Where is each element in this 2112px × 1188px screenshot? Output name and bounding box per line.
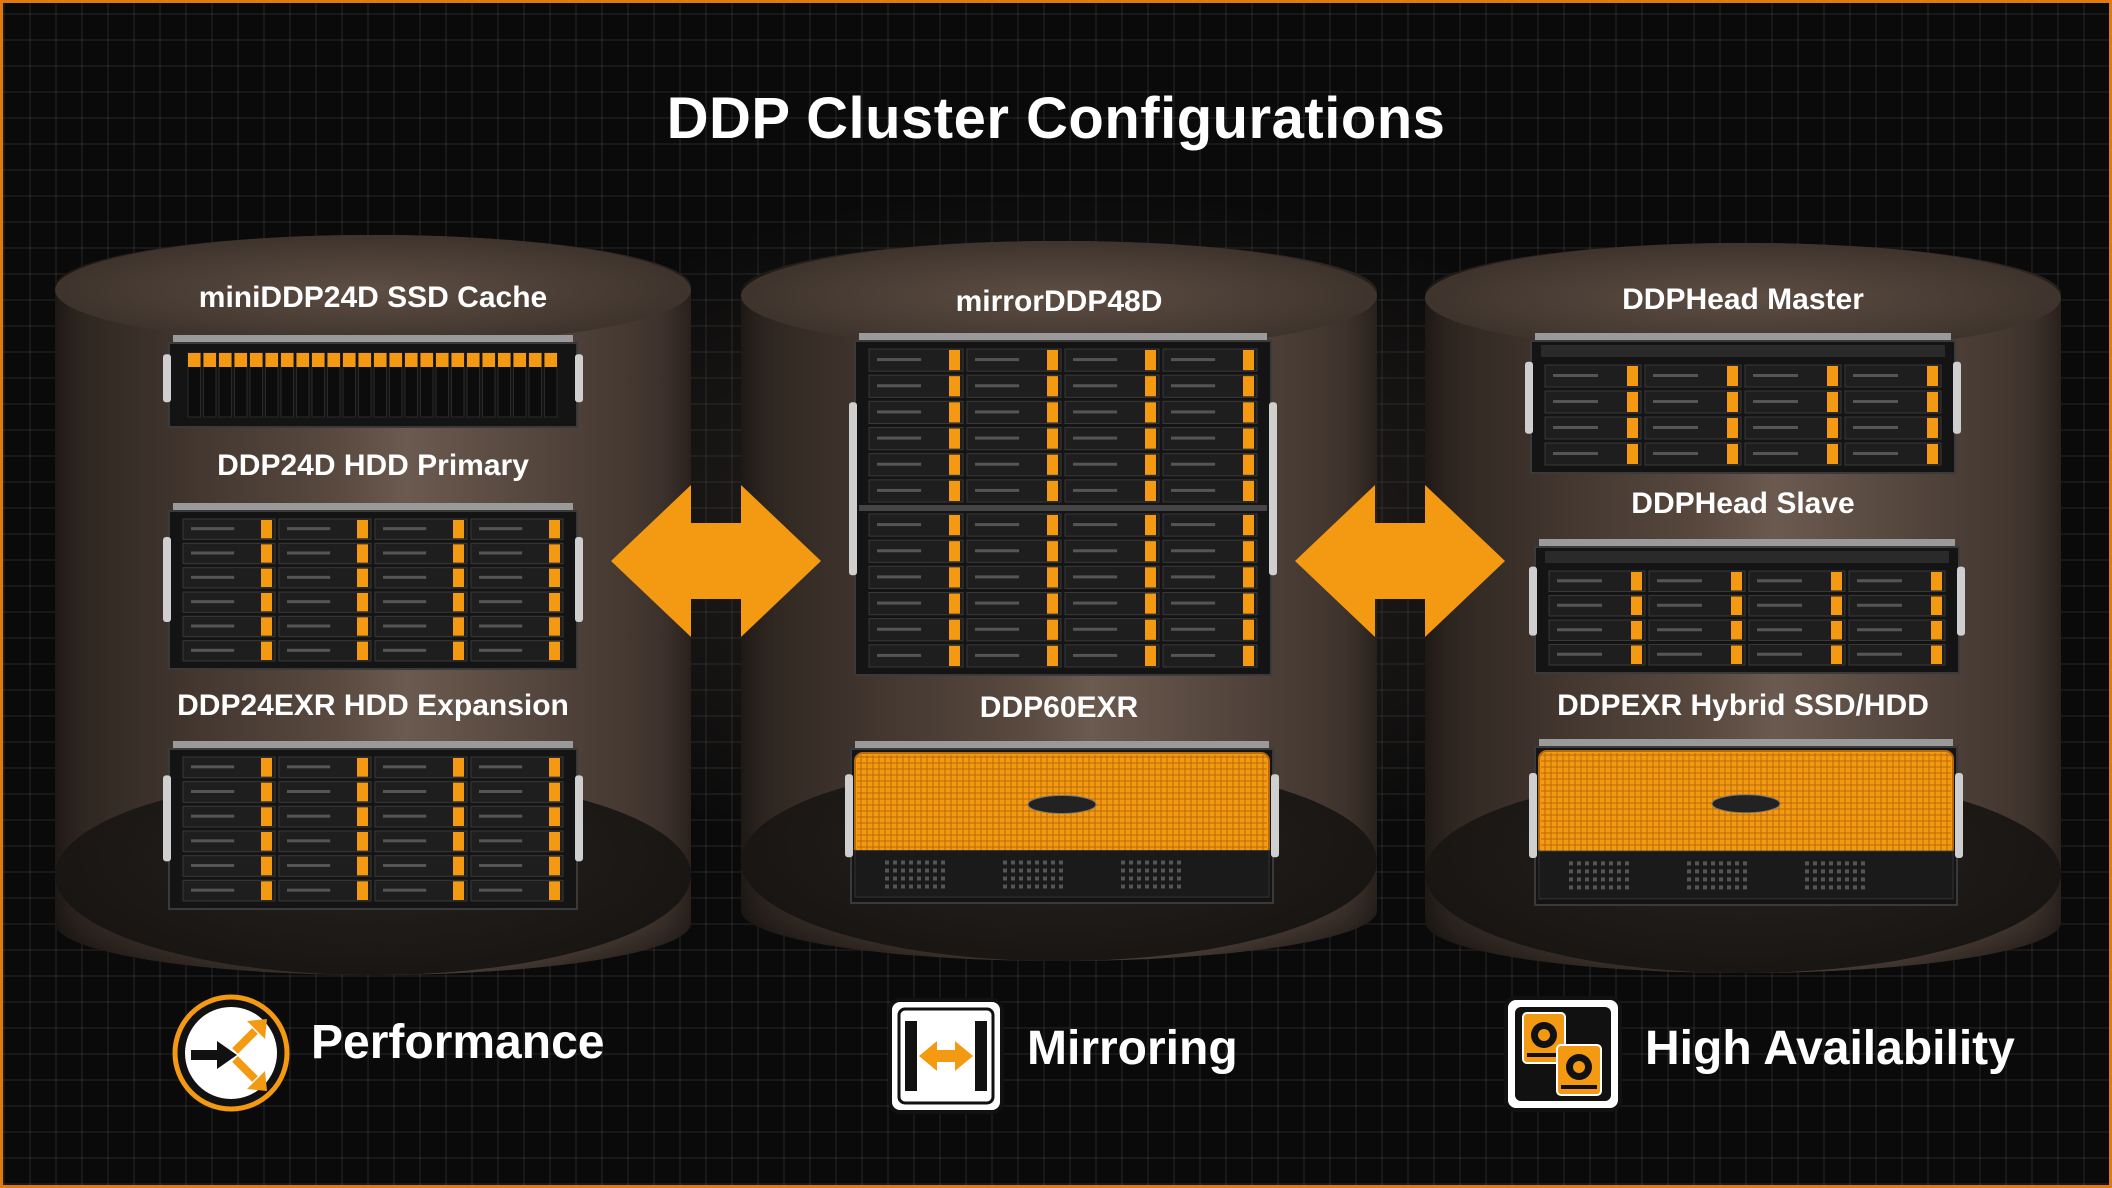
server-ddphead-master [1525, 333, 1961, 474]
high-availability-icon [1504, 996, 1622, 1112]
label-minidp24d: miniDDP24D SSD Cache [198, 281, 548, 314]
page-title: DDP Cluster Configurations [666, 86, 1446, 151]
cylinder-center-top [741, 241, 1377, 351]
legend-mirroring: Mirroring [1027, 1022, 1238, 1075]
label-ddp24d: DDP24D HDD Primary [217, 449, 529, 482]
server-minidp24d [163, 335, 583, 428]
mirroring-icon [888, 998, 1004, 1114]
label-ddp60exr: DDP60EXR [979, 691, 1139, 724]
performance-icon [172, 994, 290, 1112]
double-arrow-icon [1295, 485, 1505, 637]
label-ddphead-master: DDPHead Master [1622, 283, 1864, 316]
label-ddp24exr: DDP24EXR HDD Expansion [177, 689, 569, 722]
server-ddp24d [163, 503, 583, 670]
label-ddphead-slave: DDPHead Slave [1631, 487, 1855, 520]
legend-high-availability: High Availability [1645, 1022, 2015, 1075]
server-ddp60exr [845, 741, 1279, 904]
cylinder-left-top [55, 235, 691, 345]
server-mirrorddp48d [849, 333, 1277, 676]
server-ddphead-slave [1529, 539, 1965, 674]
server-ddp24exr [163, 741, 583, 910]
label-ddpexr-hybrid: DDPEXR Hybrid SSD/HDD [1557, 689, 1929, 722]
label-mirrorddp48d: mirrorDDP48D [955, 285, 1163, 318]
legend-performance: Performance [311, 1016, 605, 1069]
double-arrow-icon [611, 485, 821, 637]
server-ddpexr-hybrid [1529, 739, 1963, 906]
